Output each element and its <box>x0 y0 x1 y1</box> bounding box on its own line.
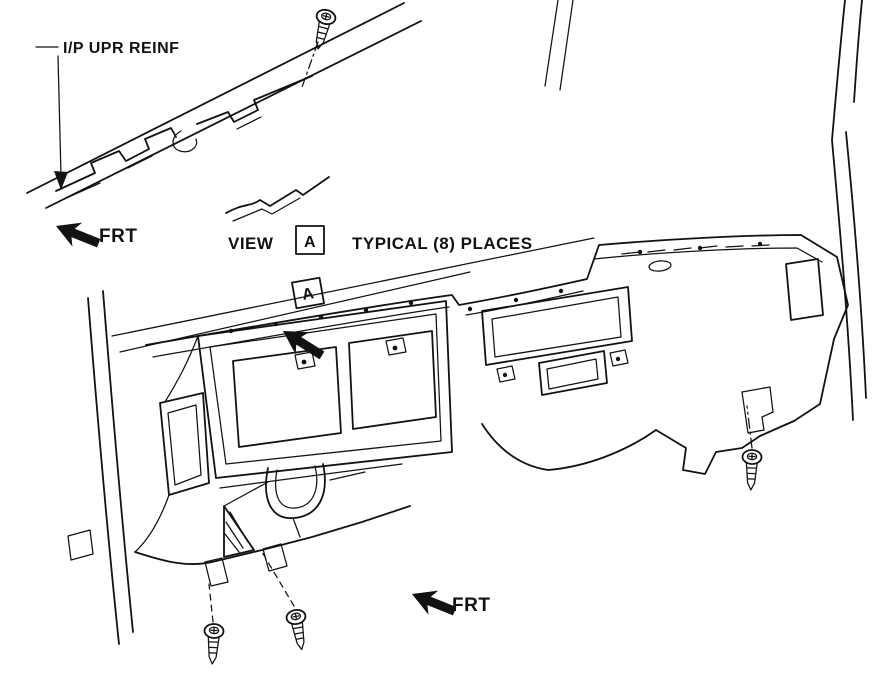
view-label: VIEW <box>228 234 274 253</box>
lower-left-dash-edge <box>134 551 213 565</box>
cluster-opening-outer <box>197 300 453 479</box>
left-pillar-lines <box>87 290 134 645</box>
brace-hatching <box>224 511 249 553</box>
bracket-tab-2 <box>262 543 288 572</box>
column-collar-inner <box>275 465 318 509</box>
glove-bracket <box>741 386 774 434</box>
screw-centerline <box>300 41 319 91</box>
screw-icon-bottom-left <box>201 622 225 666</box>
reinf-detail-view: I/P UPR REINF FRT <box>26 2 422 256</box>
center-stack-radio-inner <box>491 296 622 358</box>
left-end-curves <box>134 335 199 553</box>
cowl-lines <box>26 2 422 209</box>
cluster-opening-inner <box>209 313 442 465</box>
bracket-connectors <box>223 471 366 538</box>
door-latch-rect <box>67 529 94 561</box>
steering-column-area <box>134 463 411 587</box>
frt-upper-group: FRT <box>51 213 137 256</box>
main-dash-drawing: FRT <box>67 0 867 666</box>
leader-dashed-left <box>208 583 214 623</box>
leader-dashed-mid <box>261 551 295 607</box>
reinf-bracket-lower <box>225 176 330 214</box>
reinf-rail-profile <box>55 127 177 192</box>
reinf-label: I/P UPR REINF <box>63 40 179 57</box>
callout-a: A <box>276 276 329 367</box>
leader-dashdot-right <box>746 405 753 449</box>
screw-icon-right <box>740 448 763 492</box>
defroster-sensor-oval <box>648 260 672 272</box>
center-stack-lower-rect <box>538 350 608 396</box>
rim-holes <box>228 241 763 334</box>
mount-square-2 <box>385 337 407 356</box>
left-vent-inner <box>167 404 202 486</box>
mount-square-1 <box>294 351 316 370</box>
mount-hole-4 <box>615 356 621 362</box>
frt-upper-label: FRT <box>99 226 137 247</box>
left-vent-outer <box>159 392 210 496</box>
mount-square-4 <box>609 349 629 367</box>
mount-hole-2 <box>392 345 398 351</box>
leader-arrowhead <box>54 171 68 190</box>
reinf-label-group: I/P UPR REINF <box>35 40 179 190</box>
center-lower-sweep <box>481 423 657 471</box>
cluster-cutout-left <box>232 346 342 448</box>
mount-hole-3 <box>502 372 508 378</box>
callout-a-box <box>291 276 325 310</box>
frt-arrow-icon-upper <box>51 213 104 256</box>
typical-label: TYPICAL (8) PLACES <box>352 234 533 253</box>
defroster-slots <box>621 244 770 255</box>
view-letter: A <box>304 234 316 251</box>
frt-lower-group: FRT <box>407 581 490 624</box>
brace-triangle <box>223 505 255 558</box>
bracket-top-edge <box>219 463 403 489</box>
dash-top-rim <box>145 234 849 346</box>
center-stack-radio-outer <box>481 286 633 366</box>
leader-line <box>57 55 62 177</box>
callout-a-letter: A <box>301 285 316 304</box>
mount-square-3 <box>496 365 516 383</box>
right-lower-edge <box>655 420 795 475</box>
right-face-lines <box>793 338 835 422</box>
callout-arrow-icon <box>276 319 329 367</box>
reinf-rail-profile-right <box>196 75 313 125</box>
right-speaker-grille <box>785 258 824 321</box>
bracket-bottom-edge <box>211 505 411 563</box>
windshield-lines <box>111 0 595 353</box>
reinf-rail-slot <box>172 130 198 153</box>
mount-hole-1 <box>301 359 307 365</box>
view-letter-box <box>295 225 325 255</box>
cluster-cutout-right <box>348 330 437 430</box>
right-pillar-lines <box>831 0 867 421</box>
reinf-bracket-lower-offset <box>232 197 301 222</box>
center-stack-lower-inner <box>546 358 599 390</box>
screw-icon-bottom-mid <box>284 607 312 653</box>
frt-lower-label: FRT <box>452 595 490 616</box>
column-collar-outer <box>265 463 326 519</box>
view-callout-row: VIEW A TYPICAL (8) PLACES <box>228 225 533 255</box>
bracket-tab-1 <box>204 557 229 587</box>
reinf-rail-offset-lines <box>63 116 262 200</box>
